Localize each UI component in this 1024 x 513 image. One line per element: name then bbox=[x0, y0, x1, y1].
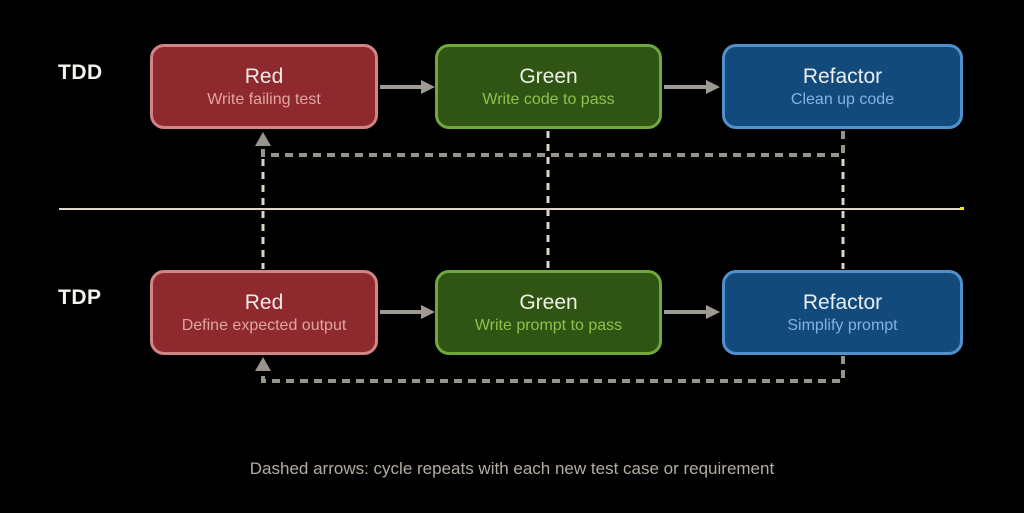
arrowhead-right-icon bbox=[706, 80, 720, 94]
node-tdp-green: Green Write prompt to pass bbox=[435, 270, 662, 355]
node-title: Red bbox=[244, 290, 284, 314]
arrowhead-right-icon bbox=[706, 305, 720, 319]
node-subtitle: Simplify prompt bbox=[787, 316, 898, 334]
tdd-cycle-loop-arrow bbox=[255, 131, 845, 157]
node-title: Green bbox=[519, 64, 578, 88]
node-title: Refactor bbox=[802, 290, 883, 314]
node-subtitle: Write prompt to pass bbox=[474, 316, 623, 334]
diagram-caption: Dashed arrows: cycle repeats with each n… bbox=[249, 459, 775, 478]
arrowhead-right-icon bbox=[421, 305, 435, 319]
divider-end-dot bbox=[960, 207, 964, 210]
node-tdp-refactor: Refactor Simplify prompt bbox=[722, 270, 963, 355]
node-title: Green bbox=[519, 290, 578, 314]
node-subtitle: Write code to pass bbox=[482, 90, 615, 108]
arrowhead-up-icon bbox=[255, 357, 271, 371]
node-tdd-green: Green Write code to pass bbox=[435, 44, 662, 129]
tdp-loop-path bbox=[261, 356, 845, 383]
node-tdd-refactor: Refactor Clean up code bbox=[722, 44, 963, 129]
tdp-cycle-loop-arrow bbox=[255, 356, 845, 383]
node-title: Refactor bbox=[802, 64, 883, 88]
node-subtitle: Clean up code bbox=[790, 90, 895, 108]
node-title: Red bbox=[244, 64, 284, 88]
row-divider bbox=[59, 207, 964, 210]
node-subtitle: Write failing test bbox=[207, 90, 321, 108]
row-label-tdd: TDD bbox=[58, 61, 103, 84]
node-tdd-red: Red Write failing test bbox=[150, 44, 378, 129]
arrowhead-right-icon bbox=[421, 80, 435, 94]
node-subtitle: Define expected output bbox=[181, 316, 347, 334]
column-connectors bbox=[261, 131, 845, 269]
tdd-loop-path bbox=[261, 131, 845, 157]
row-label-tdp: TDP bbox=[58, 286, 102, 309]
arrowhead-up-icon bbox=[255, 132, 271, 146]
node-tdp-red: Red Define expected output bbox=[150, 270, 378, 355]
